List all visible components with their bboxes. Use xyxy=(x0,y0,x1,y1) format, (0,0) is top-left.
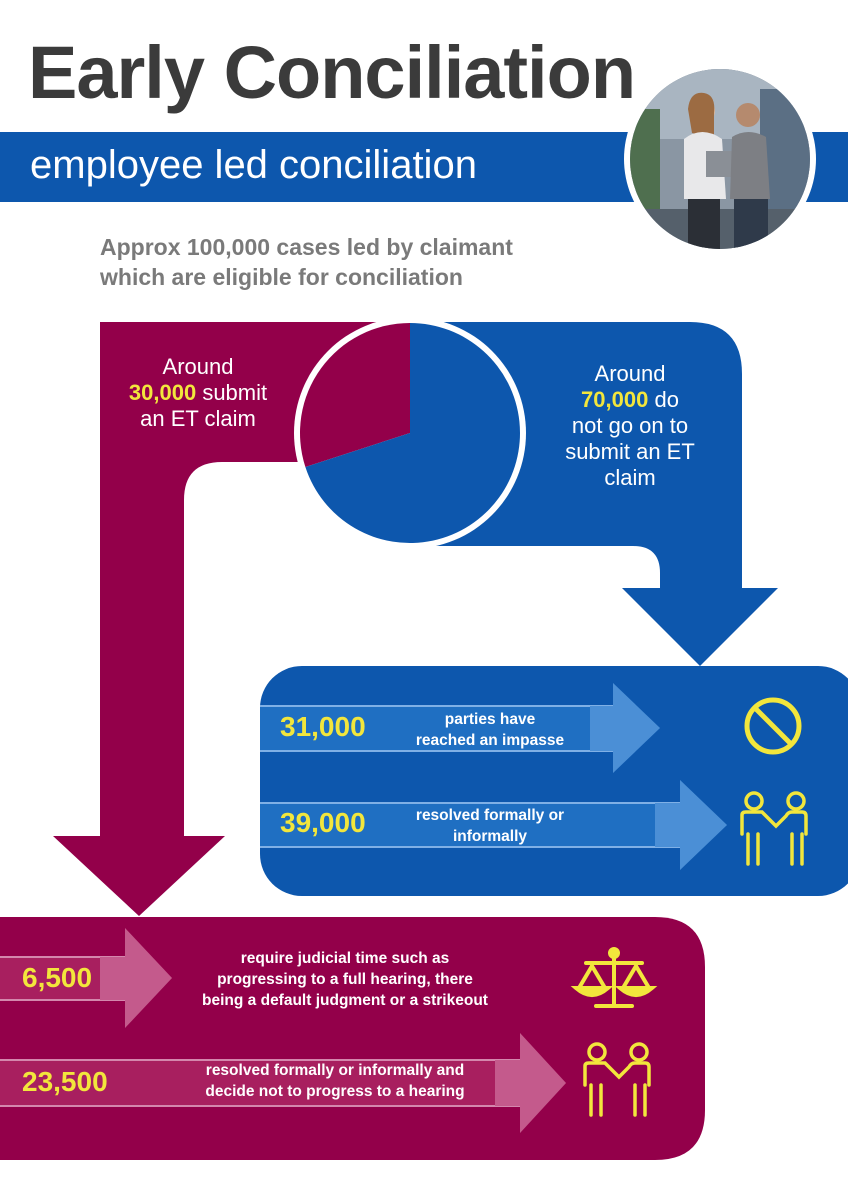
right-branch-prefix: Around xyxy=(594,361,666,386)
intro-text: Approx 100,000 cases led by claimant whi… xyxy=(100,232,513,292)
impasse-description: parties have reached an impasse xyxy=(395,709,585,751)
resolved-maroon-line2: decide not to progress to a hearing xyxy=(205,1083,465,1100)
resolved-blue-line2: informally xyxy=(452,828,528,845)
left-branch-line3: an ET claim xyxy=(140,406,256,431)
resolved-maroon-line1: resolved formally or informally and xyxy=(205,1062,465,1079)
resolved-count-maroon: 23,500 xyxy=(22,1066,108,1097)
judicial-line2: progressing to a full hearing, there xyxy=(217,971,473,988)
right-branch-label: Around 70,000 do not go on to submit an … xyxy=(545,361,715,491)
people-photo-illustration xyxy=(630,69,810,249)
pie-slice-no-claim xyxy=(305,323,520,543)
left-branch-line2: submit xyxy=(202,380,268,405)
people-photo xyxy=(624,63,816,255)
impasse-line2: reached an impasse xyxy=(415,732,565,749)
handshake-people-icon xyxy=(583,1042,651,1117)
maroon-branch-arrow xyxy=(53,322,410,916)
right-branch-line2: not go on to xyxy=(571,413,689,438)
judicial-count: 6,500 xyxy=(22,962,93,993)
resolved-description-blue: resolved formally or informally xyxy=(395,805,585,847)
impasse-line1: parties have xyxy=(444,711,536,728)
right-branch-line1-suffix: do xyxy=(654,387,679,412)
resolved-blue-line1: resolved formally or xyxy=(415,807,565,824)
blue-row-arrow-1 xyxy=(260,683,660,773)
resolved-description-maroon: resolved formally or informally and deci… xyxy=(170,1060,500,1102)
left-branch-label: Around 30,000 submit an ET claim xyxy=(108,354,288,432)
right-branch-line3: submit an ET xyxy=(565,439,695,464)
judicial-line3: being a default judgment or a strikeout xyxy=(202,992,488,1009)
blue-row-arrow-2 xyxy=(260,780,727,870)
judicial-line1: require judicial time such as xyxy=(240,950,450,967)
maroon-row-arrow-1 xyxy=(0,928,172,1028)
page-subtitle: employee led conciliation xyxy=(30,143,477,187)
intro-line-2: which are eligible for conciliation xyxy=(100,264,463,290)
eligibility-pie xyxy=(294,317,526,549)
right-branch-line4: claim xyxy=(604,465,656,490)
judicial-description: require judicial time such as progressin… xyxy=(180,948,510,1011)
blue-outcome-panel xyxy=(260,666,848,896)
intro-line-1: Approx 100,000 cases led by claimant xyxy=(100,234,513,260)
resolved-count-blue: 39,000 xyxy=(280,807,366,838)
handshake-people-icon xyxy=(740,791,808,866)
impasse-count: 31,000 xyxy=(280,711,366,742)
maroon-row-arrow-2 xyxy=(0,1033,566,1133)
scales-icon xyxy=(570,947,658,1008)
no-entry-icon xyxy=(744,697,802,755)
pie-slice-claim xyxy=(300,323,410,467)
left-branch-number: 30,000 xyxy=(128,380,197,405)
left-branch-prefix: Around xyxy=(162,354,234,379)
right-branch-number: 70,000 xyxy=(581,387,649,412)
page-title: Early Conciliation xyxy=(28,31,636,114)
